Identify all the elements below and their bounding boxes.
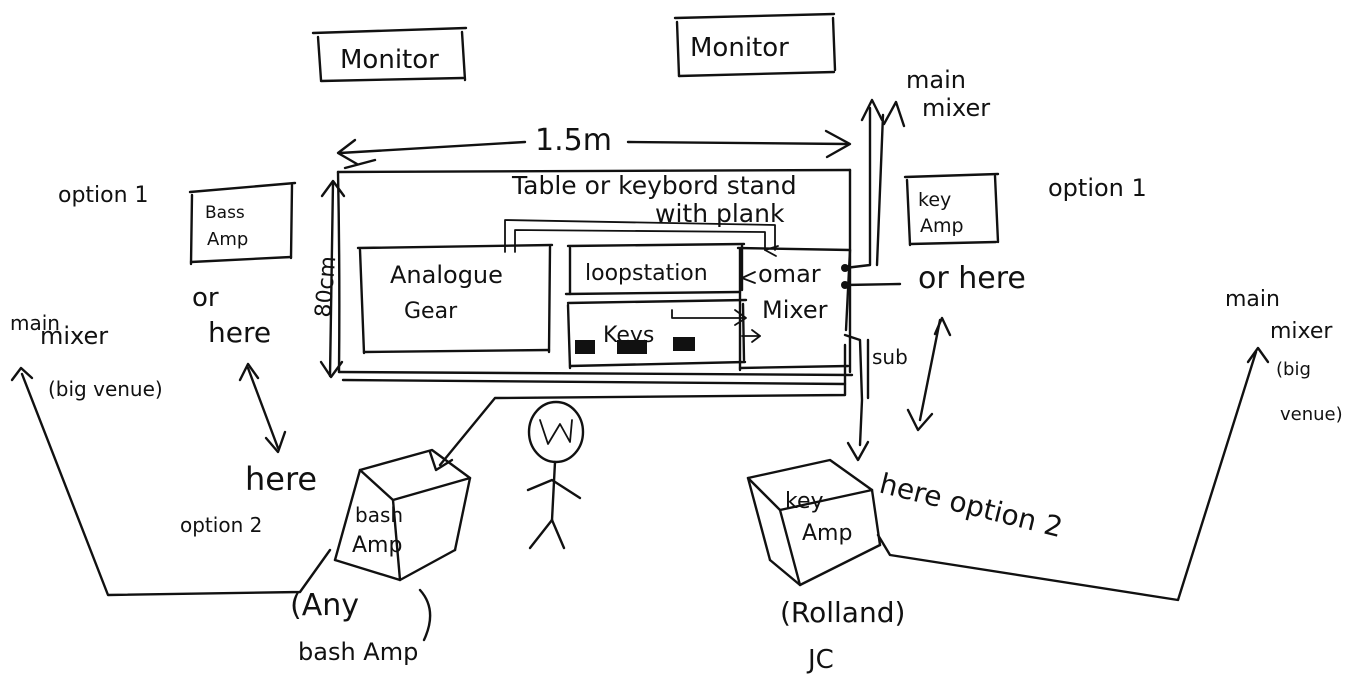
right-or-here-label: or here (918, 261, 1026, 296)
depth-label: 80cm (311, 255, 341, 318)
right-main-mixer-line2: mixer (1270, 319, 1333, 344)
right-main-mixer-line1: main (1225, 287, 1280, 312)
person-figure (526, 400, 585, 550)
main-mixer-top-right: main mixer (906, 66, 990, 122)
bass-amp-option1-line2: Amp (207, 229, 248, 250)
left-option1-label: option 1 (58, 183, 149, 208)
floor-key-note-line1: (Rolland) (780, 596, 905, 629)
floor-bass-note-line1: (Any (290, 588, 359, 623)
loopstation-label: loopstation (585, 261, 708, 286)
analogue-label-line2: Gear (404, 299, 458, 324)
main-mixer-right: main mixer (big venue) (876, 287, 1343, 602)
table-label-line1: Table or keybord stand (511, 171, 797, 200)
key-amp-option1-line1: key (918, 189, 951, 211)
table: Table or keybord stand with plank (336, 158, 854, 386)
monitor-right-label: Monitor (690, 33, 789, 63)
depth-dimension: 80cm (311, 179, 346, 379)
left-big-venue-label: (big venue) (48, 377, 163, 401)
main-mixer-top-line2: mixer (922, 94, 990, 122)
right-big-venue-line2: venue) (1280, 404, 1343, 425)
width-label: 1.5m (535, 123, 612, 158)
bass-amp-option1: option 1 Bass Amp or here here option 2 (58, 181, 317, 537)
key-amp-option1: key Amp option 1 or here (903, 172, 1147, 432)
left-main-mixer-line1: main (10, 311, 60, 335)
floor-key-amp-line2: Amp (802, 521, 852, 546)
floor-bass-note-line2: bash Amp (298, 638, 418, 666)
right-option1-label: option 1 (1048, 174, 1147, 202)
mixer-outputs: sub (428, 98, 908, 472)
loopstation: loopstation (564, 242, 746, 296)
keys: Keys (566, 298, 748, 370)
mixer: omar Mixer (736, 246, 852, 372)
keyboard-black-keys (575, 337, 695, 354)
floor-bass-amp-line1: bash (355, 503, 403, 527)
floor-key-amp: key Amp here option 2 (Rolland) JC (746, 458, 1066, 675)
left-here-bottom-label: here (245, 460, 317, 498)
analogue-label-line1: Analogue (390, 261, 503, 289)
monitor-right: Monitor (673, 12, 837, 78)
here-option2-label: here option 2 (876, 467, 1066, 544)
left-here-top-label: here (208, 316, 271, 349)
right-big-venue-line1: (big (1276, 359, 1311, 380)
main-mixer-top-line1: main (906, 66, 966, 94)
table-cables (504, 219, 779, 343)
mixer-label-line1: omar (758, 260, 821, 288)
floor-bass-amp: bash Amp (Any bash Amp (290, 448, 472, 666)
left-main-mixer-line2: mixer (40, 322, 108, 350)
analogue-gear: Analogue Gear (356, 243, 554, 355)
monitor-left: Monitor (311, 26, 468, 83)
floor-key-amp-line1: key (785, 489, 824, 514)
monitor-left-label: Monitor (340, 45, 439, 75)
left-option2-label: option 2 (180, 513, 262, 537)
width-dimension: 1.5m (336, 123, 852, 166)
floor-bass-amp-line2: Amp (352, 533, 402, 558)
floor-key-note-line2: JC (806, 645, 834, 675)
key-amp-option1-line2: Amp (920, 215, 964, 237)
sub-label: sub (872, 345, 908, 369)
main-mixer-left: main mixer (big venue) (10, 311, 332, 597)
left-or-label: or (192, 283, 219, 313)
bass-amp-option1-line1: Bass (205, 203, 245, 223)
mixer-label-line2: Mixer (762, 296, 828, 324)
